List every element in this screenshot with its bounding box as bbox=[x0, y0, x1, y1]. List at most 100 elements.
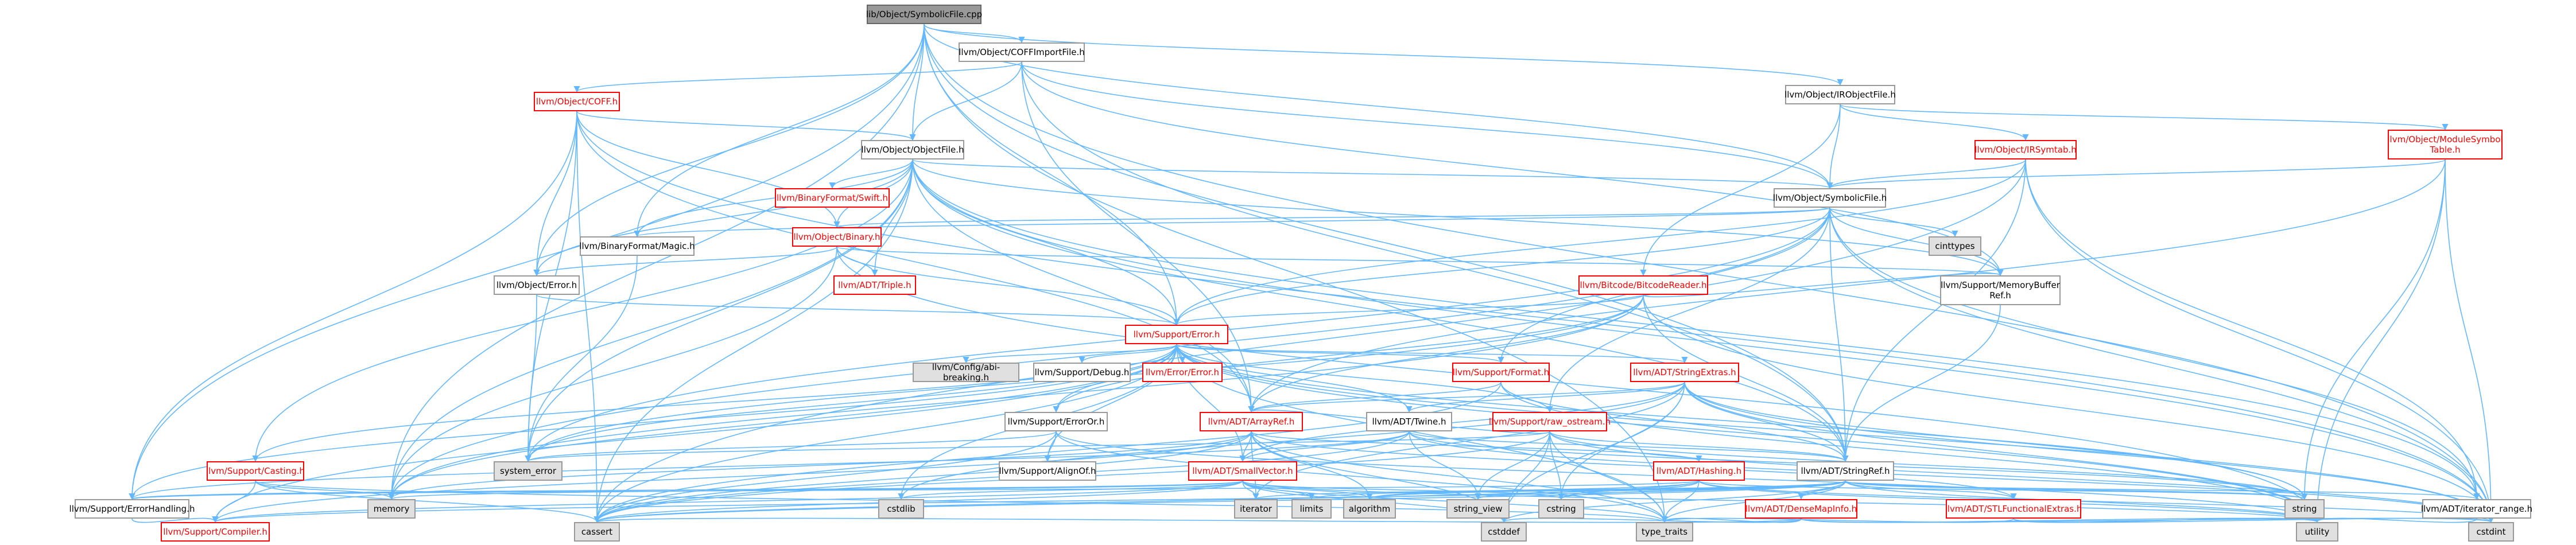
node-hashing-h[interactable]: llvm/ADT/Hashing.h bbox=[1653, 461, 1745, 481]
node-bitcodereader-h[interactable]: llvm/Bitcode/BitcodeReader.h bbox=[1578, 275, 1708, 295]
node-errno-error-h[interactable]: llvm/Error/Error.h bbox=[1142, 363, 1223, 382]
edge-errorhandling-to-compiler bbox=[131, 516, 219, 523]
edge-smallvector-to-cstdlib bbox=[898, 480, 1243, 500]
node-limits[interactable]: limits bbox=[1291, 499, 1332, 519]
node-erroror-h[interactable]: llvm/Support/ErrorOr.h bbox=[1004, 412, 1108, 431]
node-alignof-h[interactable]: llvm/Support/AlignOf.h bbox=[999, 461, 1096, 481]
edge-casting-to-memory bbox=[255, 480, 395, 500]
edge-stringextras-to-stringref bbox=[1684, 382, 1849, 462]
edge-root-to-magic bbox=[634, 24, 925, 238]
edge-stringref-to-cassert bbox=[594, 480, 1846, 523]
edge-twine-to-stringview bbox=[1409, 431, 1481, 500]
edge-arrayref-to-stlfunctional bbox=[1251, 431, 2017, 500]
edge-objectfile-to-triple bbox=[871, 159, 913, 277]
edge-modsymtab-to-string bbox=[2301, 159, 2446, 500]
edge-stringref-to-cstddef bbox=[1500, 480, 1846, 523]
node-compiler-h[interactable]: llvm/Support/Compiler.h bbox=[161, 522, 270, 542]
edge-arrayref-to-memory bbox=[388, 431, 1252, 500]
edge-root-to-cstdint bbox=[924, 24, 2494, 523]
node-format-h[interactable]: llvm/Support/Format.h bbox=[1452, 363, 1550, 382]
node-abi-breaking-h[interactable]: llvm/Config/abi-breaking.h bbox=[913, 362, 1019, 383]
node-system-error[interactable]: system_error bbox=[494, 461, 562, 481]
edge-supporterror-to-cassert bbox=[593, 344, 1177, 523]
node-cassert[interactable]: cassert bbox=[574, 522, 620, 542]
node-type-traits[interactable]: type_traits bbox=[1636, 522, 1693, 542]
node-iterator-range-h[interactable]: llvm/ADT/iterator_range.h bbox=[2421, 499, 2532, 519]
node-symbolicfile-h[interactable]: llvm/Object/SymbolicFile.h bbox=[1773, 188, 1887, 208]
node-iterator[interactable]: iterator bbox=[1234, 499, 1278, 519]
node-algorithm[interactable]: algorithm bbox=[1343, 499, 1396, 519]
node-string[interactable]: string bbox=[2284, 499, 2325, 519]
node-utility[interactable]: utility bbox=[2296, 522, 2338, 542]
node-errorhandling-h[interactable]: llvm/Support/ErrorHandling.h bbox=[69, 499, 195, 519]
node-irsymtab-h[interactable]: llvm/Object/IRSymtab.h bbox=[1974, 140, 2077, 159]
node-swift-h[interactable]: llvm/BinaryFormat/Swift.h bbox=[775, 188, 890, 208]
node-objectfile-h[interactable]: llvm/Object/ObjectFile.h bbox=[861, 140, 964, 159]
node-stringextras-h[interactable]: llvm/ADT/StringExtras.h bbox=[1630, 363, 1739, 382]
node-raw-ostream-h[interactable]: llvm/Support/raw_ostream.h bbox=[1489, 412, 1611, 431]
edge-root-to-stringref bbox=[924, 24, 1849, 462]
edge-arrayref-to-compiler bbox=[212, 431, 1252, 523]
edge-supporterror-to-cstdint bbox=[1176, 344, 2494, 523]
edge-casting-to-compiler bbox=[212, 480, 256, 523]
edge-casting-to-cassert bbox=[255, 480, 600, 523]
edge-twine-to-smallvector bbox=[1239, 431, 1410, 462]
edge-memorybuffer-to-stringref bbox=[1842, 305, 2001, 462]
edge-supporterror-to-stringextras bbox=[1176, 344, 1688, 364]
edge-hashing-to-string bbox=[1698, 480, 2308, 500]
edge-symbolicfile-to-memorybuffer bbox=[1829, 207, 2004, 277]
edge-hashing-to-errorhandling bbox=[129, 480, 1700, 500]
node-support-error-h[interactable]: llvm/Support/Error.h bbox=[1125, 325, 1228, 344]
node-cstdlib[interactable]: cstdlib bbox=[878, 499, 924, 519]
node-twine-h[interactable]: llvm/ADT/Twine.h bbox=[1366, 412, 1452, 431]
node-memorybufferref-h[interactable]: llvm/Support/MemoryBuffer Ref.h bbox=[1940, 275, 2061, 305]
edge-root-to-typetraits bbox=[924, 24, 1668, 523]
node-coff-h[interactable]: llvm/Object/COFF.h bbox=[534, 92, 620, 111]
edge-binary-to-objerror bbox=[533, 246, 837, 277]
edge-stringextras-to-twine bbox=[1406, 382, 1685, 413]
node-cinttypes[interactable]: cinttypes bbox=[1929, 236, 1981, 256]
edge-binary-to-memorybuffer bbox=[836, 246, 2003, 277]
edge-coffimport-to-coff bbox=[573, 61, 1022, 93]
node-cstring[interactable]: cstring bbox=[1538, 499, 1584, 519]
edge-modsymtab-to-arrayref bbox=[1248, 159, 2446, 413]
node-memory[interactable]: memory bbox=[367, 499, 416, 519]
node-debug-h[interactable]: llvm/Support/Debug.h bbox=[1033, 363, 1131, 382]
node-irobjectfile-h[interactable]: llvm/Object/IRObjectFile.h bbox=[1784, 85, 1896, 104]
edge-supporterror-to-casting bbox=[252, 344, 1177, 462]
edge-objerror-to-systemerror bbox=[525, 294, 537, 462]
node-symbolicfile-cpp[interactable]: lib/Object/SymbolicFile.cpp bbox=[866, 5, 982, 24]
node-cstddef[interactable]: cstddef bbox=[1481, 522, 1527, 542]
edge-objectfile-to-memorybuffer bbox=[912, 159, 2004, 277]
edge-magic-to-systemerror bbox=[525, 255, 638, 462]
edge-densemapinfo-to-utility bbox=[1801, 516, 2321, 523]
edge-irsymtab-to-iteratorrange bbox=[2025, 159, 2480, 500]
node-densemapinfo-h[interactable]: llvm/ADT/DenseMapInfo.h bbox=[1745, 499, 1857, 519]
edge-symbolicfile-to-cinttypes bbox=[1829, 207, 1958, 238]
node-cstdint[interactable]: cstdint bbox=[2468, 522, 2514, 542]
edge-rawostream-to-string bbox=[1549, 431, 2308, 500]
node-string-view[interactable]: string_view bbox=[1446, 499, 1510, 519]
edge-erroror-to-cassert bbox=[593, 431, 1057, 523]
edge-irobject-to-symbolicfile bbox=[1826, 104, 1841, 189]
node-binary-h[interactable]: llvm/Object/Binary.h bbox=[792, 227, 882, 247]
edge-bitcode-to-memorybuffer bbox=[1643, 269, 2004, 298]
node-stlfunctionalextras-h[interactable]: llvm/ADT/STLFunctionalExtras.h bbox=[1945, 499, 2082, 519]
node-stringref-h[interactable]: llvm/ADT/StringRef.h bbox=[1797, 461, 1894, 481]
node-object-error-h[interactable]: llvm/Object/Error.h bbox=[494, 275, 580, 295]
node-smallvector-h[interactable]: llvm/ADT/SmallVector.h bbox=[1188, 461, 1297, 481]
edge-bitcode-to-cstdint bbox=[1643, 294, 2494, 523]
edge-densemapinfo-to-cassert bbox=[594, 516, 1802, 523]
edge-irsymtab-to-symbolicfile bbox=[1826, 159, 2026, 189]
edge-irsymtab-to-supporterror bbox=[1173, 159, 2026, 326]
node-arrayref-h[interactable]: llvm/ADT/ArrayRef.h bbox=[1200, 412, 1303, 431]
node-coffimportfile-h[interactable]: llvm/Object/COFFImportFile.h bbox=[959, 42, 1085, 62]
node-modulesymboltable-h[interactable]: llvm/Object/ModuleSymbol Table.h bbox=[2387, 130, 2503, 159]
edge-root-to-objectfile bbox=[909, 24, 925, 141]
node-triple-h[interactable]: llvm/ADT/Triple.h bbox=[833, 275, 916, 295]
edge-erroror-to-systemerror bbox=[525, 431, 1057, 462]
node-magic-h[interactable]: llvm/BinaryFormat/Magic.h bbox=[579, 236, 695, 256]
node-casting-h[interactable]: llvm/Support/Casting.h bbox=[206, 461, 305, 481]
edge-stringextras-to-string bbox=[1684, 382, 2308, 500]
